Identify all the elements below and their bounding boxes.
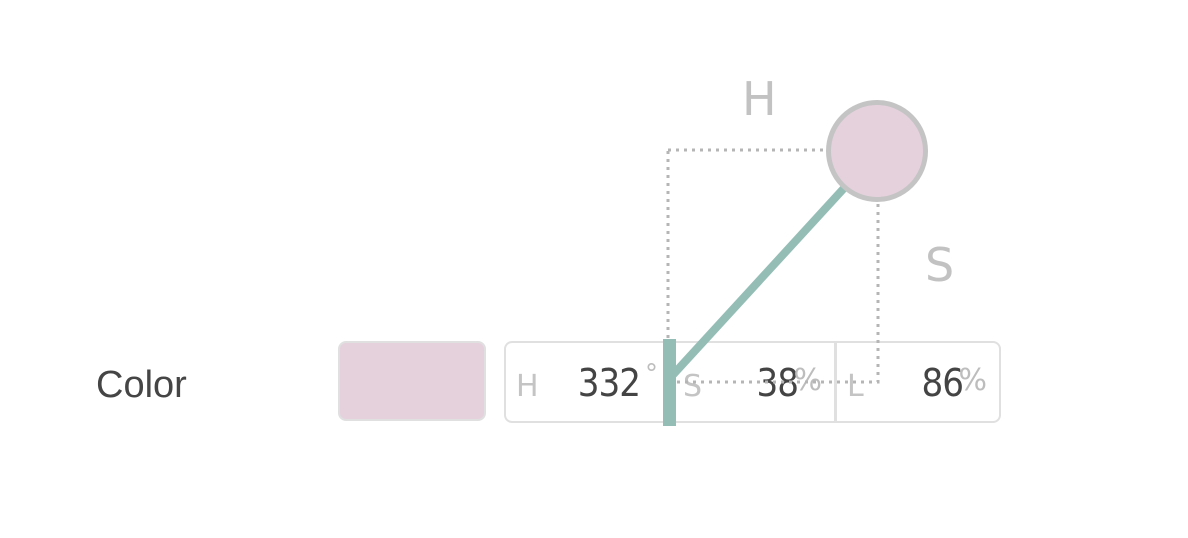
- saturation-segment[interactable]: S 38 %: [670, 343, 834, 421]
- picker-handle[interactable]: [826, 100, 928, 202]
- lightness-unit: %: [958, 363, 987, 398]
- hue-unit: °: [645, 359, 658, 389]
- hue-value[interactable]: 332: [577, 361, 641, 405]
- hue-segment[interactable]: H 332 °: [506, 343, 670, 421]
- color-swatch[interactable]: [338, 341, 486, 421]
- color-field-label: Color: [96, 364, 187, 406]
- saturation-unit: %: [793, 363, 822, 398]
- saturation-channel-label: S: [683, 369, 703, 404]
- lightness-value[interactable]: 86: [921, 361, 964, 405]
- hue-axis-label: H: [742, 72, 777, 126]
- hue-channel-label: H: [516, 369, 539, 404]
- lightness-segment[interactable]: L 86 %: [834, 343, 999, 421]
- hsl-input-group: H 332 ° S 38 % L 86 %: [504, 341, 1001, 423]
- saturation-axis-label: S: [925, 238, 955, 292]
- lightness-channel-label: L: [847, 369, 864, 404]
- saturation-value[interactable]: 38: [756, 361, 799, 405]
